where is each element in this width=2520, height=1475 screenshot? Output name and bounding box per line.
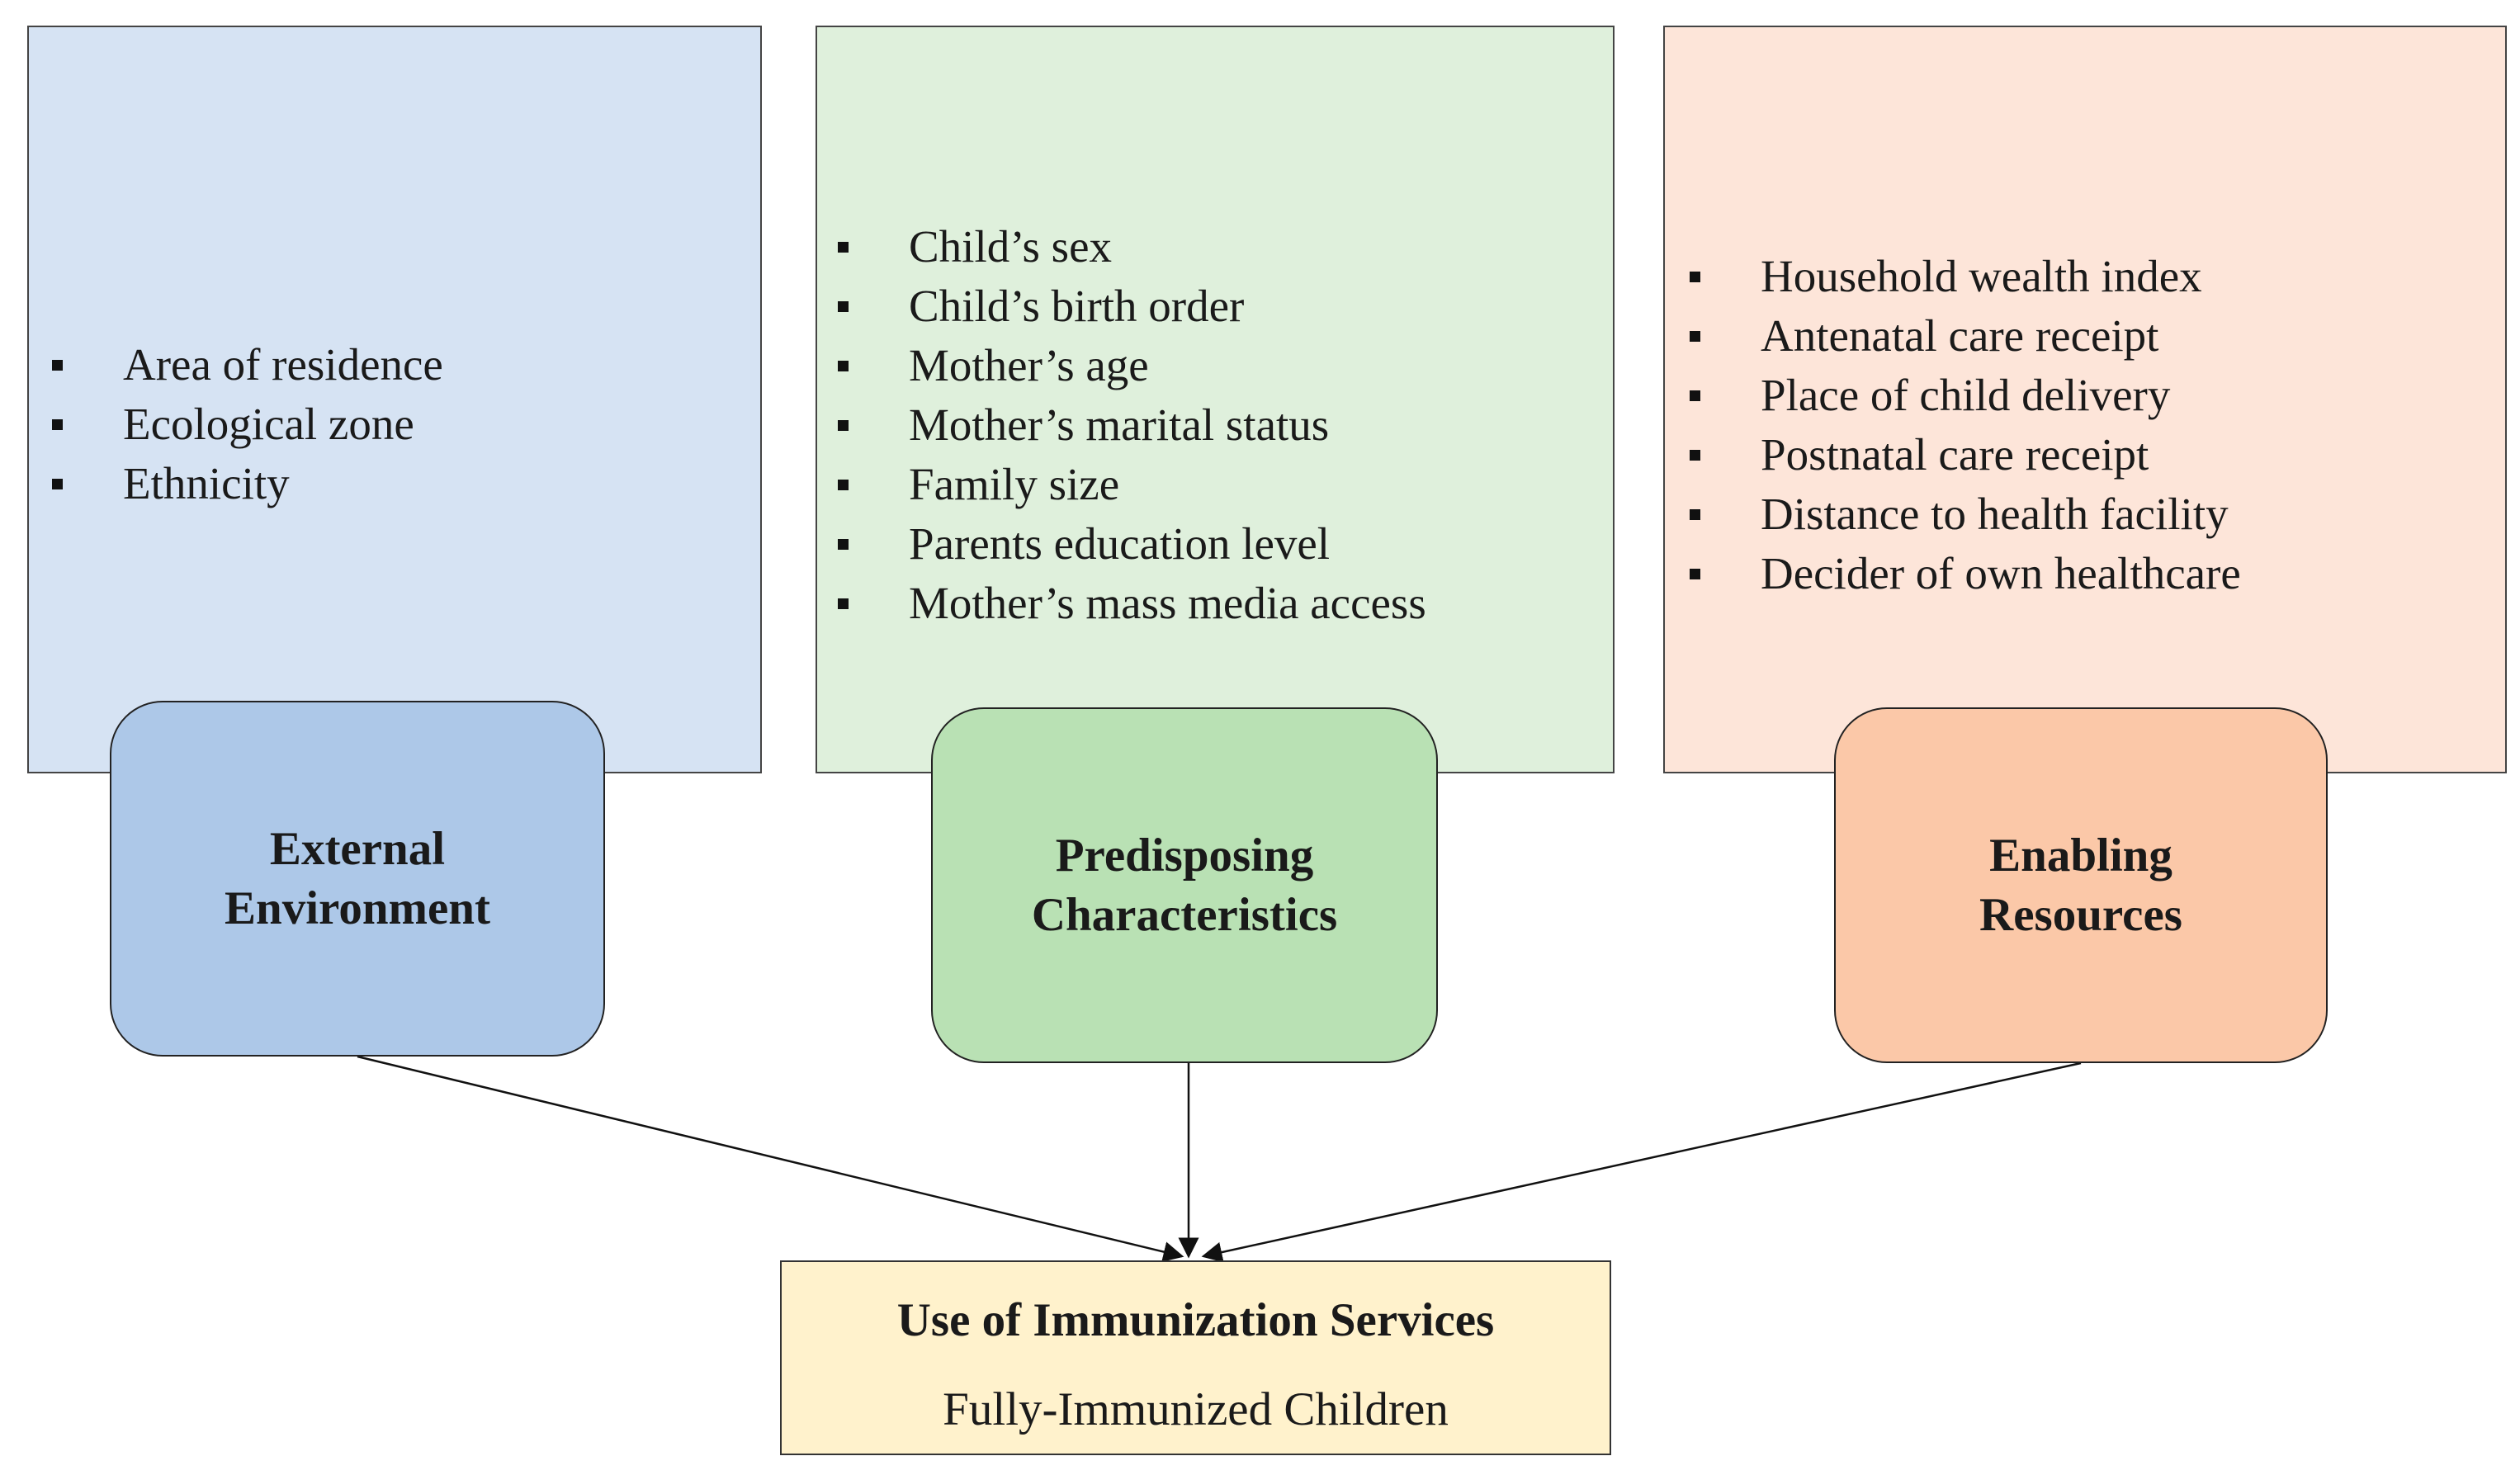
outcome-box: Use of Immunization Services Fully-Immun… — [780, 1260, 1611, 1455]
enabling-resources-title: Enabling Resources — [1979, 829, 2182, 941]
outcome-subtitle: Fully-Immunized Children — [943, 1383, 1449, 1435]
arrow-enabling-to-outcome — [1201, 1061, 2082, 1263]
list-item: Place of child delivery — [1690, 366, 2241, 425]
list-item: Family size — [838, 455, 1426, 514]
external-environment-panel: Area of residence Ecological zone Ethnic… — [27, 26, 762, 773]
predisposing-characteristics-title: Predisposing Characteristics — [1031, 829, 1338, 941]
list-item: Child’s sex — [838, 217, 1426, 277]
predisposing-characteristics-box: Predisposing Characteristics — [931, 707, 1438, 1063]
list-item: Postnatal care receipt — [1690, 425, 2241, 485]
arrow-external-to-outcome — [357, 1055, 1184, 1262]
list-item: Area of residence — [52, 335, 443, 395]
predisposing-characteristics-panel: Child’s sex Child’s birth order Mother’s… — [816, 26, 1615, 773]
list-item: Decider of own healthcare — [1690, 544, 2241, 603]
enabling-resources-box: Enabling Resources — [1834, 707, 2328, 1063]
external-environment-box: External Environment — [110, 701, 605, 1057]
list-item: Mother’s marital status — [838, 395, 1426, 455]
enabling-resources-panel: Household wealth index Antenatal care re… — [1663, 26, 2507, 773]
list-item: Ethnicity — [52, 454, 443, 513]
outcome-title: Use of Immunization Services — [896, 1294, 1495, 1346]
external-environment-list: Area of residence Ecological zone Ethnic… — [52, 335, 443, 513]
list-item: Mother’s mass media access — [838, 574, 1426, 633]
list-item: Household wealth index — [1690, 247, 2241, 306]
list-item: Parents education level — [838, 514, 1426, 574]
list-item: Distance to health facility — [1690, 485, 2241, 544]
list-item: Antenatal care receipt — [1690, 306, 2241, 366]
external-environment-title: External Environment — [225, 822, 490, 934]
predisposing-characteristics-list: Child’s sex Child’s birth order Mother’s… — [838, 217, 1426, 633]
list-item: Mother’s age — [838, 336, 1426, 395]
list-item: Child’s birth order — [838, 277, 1426, 336]
enabling-resources-list: Household wealth index Antenatal care re… — [1690, 247, 2241, 603]
list-item: Ecological zone — [52, 395, 443, 454]
